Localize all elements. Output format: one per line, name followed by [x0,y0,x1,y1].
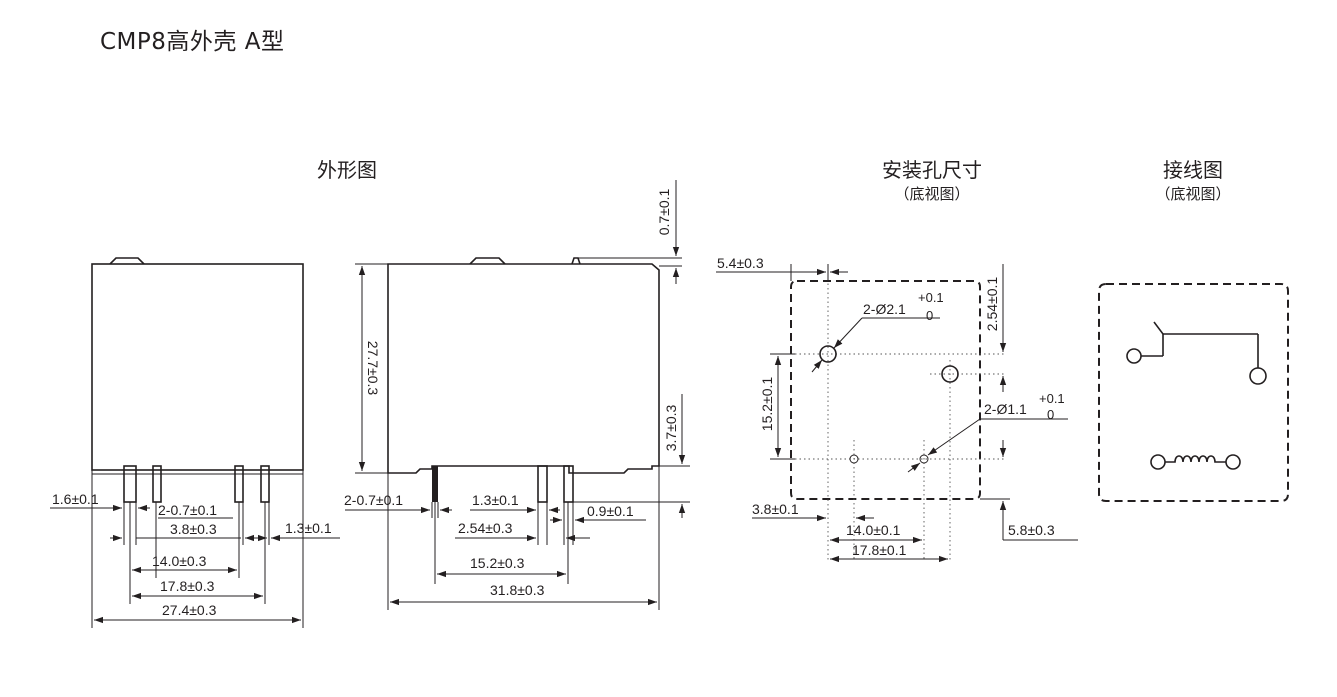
contact-terminal-common [1126,348,1142,364]
small-hole-2 [919,454,929,464]
wiring-diagram-view [1098,283,1289,502]
small-hole-1 [849,454,859,464]
mount-left-offset-label: 5.4±0.3 [717,255,764,271]
side-pin-thk-label: 2-0.7±0.1 [344,492,403,508]
big-hole-2 [941,365,959,383]
coil-terminal-1 [1150,454,1166,470]
front-pin-width-label: 1.6±0.1 [52,491,99,507]
front-width-label: 27.4±0.3 [162,602,217,618]
big-hole-label: 2-Ø2.1 [863,301,906,317]
mount-h17-label: 17.8±0.1 [852,542,907,558]
front-pitch14-label: 14.0±0.3 [152,553,207,569]
big-hole-tol-plus: +0.1 [918,290,944,305]
front-view: 1.6±0.1 2-0.7±0.1 3.8±0.3 1.3±0.1 14.0±0… [50,257,340,628]
front-pin-pitch-label: 2-0.7±0.1 [158,502,217,518]
small-hole-tol-zero: 0 [1047,407,1054,422]
front-pitch17-label: 17.8±0.3 [160,578,215,594]
wiring-subtitle: （底视图） [1155,185,1230,203]
side-pin-length-label: 3.7±0.3 [663,404,679,451]
mounting-title: 安装孔尺寸 [882,158,982,182]
side-pitch15-label: 15.2±0.3 [470,555,525,571]
mounting-holes-view: 5.4±0.3 2-Ø2.1 +0.1 0 2-Ø1.1 +0.1 0 2.54… [716,255,1078,563]
side-top-tab-label: 0.7±0.1 [656,188,672,235]
mounting-subtitle: （底视图） [894,185,969,203]
page-title: CMP8高外壳 A型 [100,29,285,55]
mount-h14-label: 14.0±0.1 [846,522,901,538]
big-hole-tol-zero: 0 [926,308,933,323]
coil-icon [1165,455,1226,463]
wiring-title: 接线图 [1163,158,1223,182]
outline-title: 外形图 [317,158,377,182]
side-pin-small-label: 0.9±0.1 [587,503,634,519]
small-hole-label: 2-Ø1.1 [984,401,1027,417]
coil-terminal-2 [1225,454,1241,470]
front-pin-thick-label: 1.3±0.1 [285,520,332,536]
contact-terminal-no [1249,367,1267,385]
mount-bottom-left-label: 3.8±0.1 [752,501,799,517]
big-hole-1 [819,345,837,363]
side-view: 27.7±0.3 0.7±0.1 3.7±0.3 2-0.7±0.1 1.3±0… [344,180,690,610]
mount-right-label: 5.8±0.3 [1008,522,1055,538]
side-pin-pitch-label: 2.54±0.3 [458,520,513,536]
small-hole-tol-plus: +0.1 [1039,391,1065,406]
mount-vertical-label: 15.2±0.1 [759,377,775,432]
side-length-label: 31.8±0.3 [490,582,545,598]
side-height-label: 27.7±0.3 [365,341,381,396]
mount-top-offset-label: 2.54±0.1 [984,277,1000,332]
side-pin-w-label: 1.3±0.1 [472,492,519,508]
front-pin-gap-label: 3.8±0.3 [170,521,217,537]
